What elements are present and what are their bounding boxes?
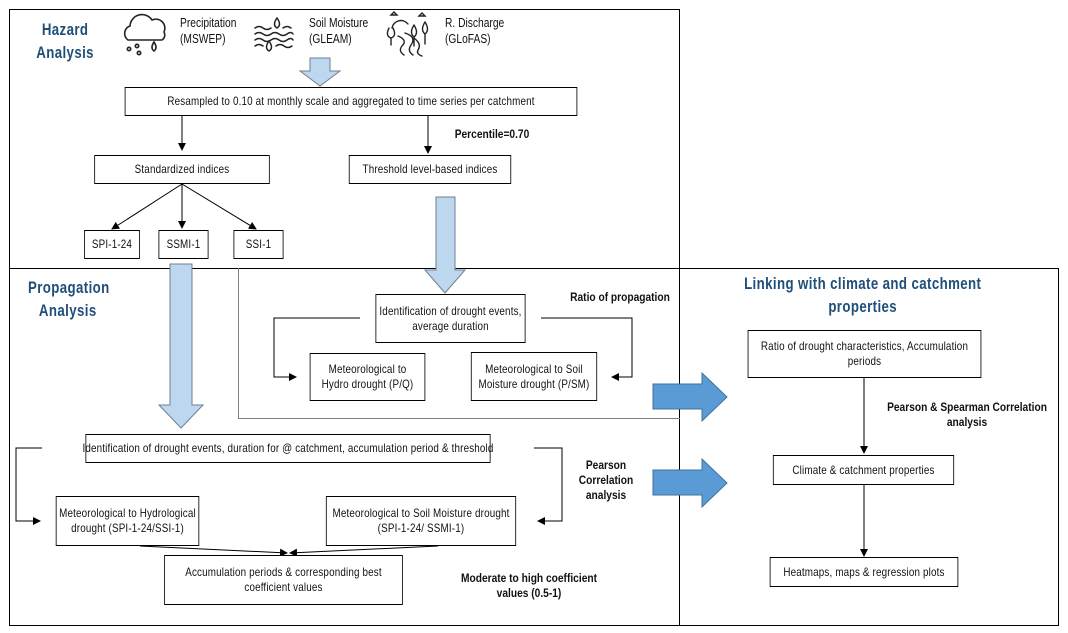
outputs-text: Heatmaps, maps & regression plots (783, 564, 945, 579)
soil-line2: (SPI-1-24/ SSMI-1) (377, 521, 465, 535)
identification-text: Identification of drought events, durati… (82, 441, 494, 455)
source-dataset: (GLEAM) (309, 32, 352, 46)
pearson-spearman-note: Pearson & Spearman Correlation analysis (886, 400, 1048, 430)
pearson-correlation-note: Pearson Correlation analysis (575, 458, 636, 503)
source-name: Soil Moisture (309, 16, 369, 30)
pearson-spearman-line1: Pearson & Spearman Correlation (887, 400, 1047, 414)
pearson-spearman-line2: analysis (946, 415, 988, 429)
standardized-indices-box: Standardized indices (94, 155, 270, 184)
ratio-line2: periods (847, 354, 882, 368)
accumulation-line1: Accumulation periods & corresponding bes… (185, 565, 382, 579)
coefficient-line1: Moderate to high coefficient (460, 571, 597, 585)
hydro-line2: drought (SPI-1-24/SSI-1) (71, 521, 184, 535)
hazard-title-line1: Hazard (41, 20, 89, 39)
pearson-line1: Pearson (585, 458, 627, 472)
propagation-title-line2: Analysis (38, 301, 97, 320)
pearson-line2: Correlation (578, 473, 634, 487)
threshold-identification-box: Identification of drought events, averag… (375, 294, 526, 343)
source-dataset: (MSWEP) (180, 32, 226, 46)
linking-title-line2: properties (828, 297, 898, 316)
source-name: R. Discharge (445, 16, 505, 30)
identification-line2: average duration (412, 318, 489, 333)
linking-title: Linking with climate and catchment prope… (734, 272, 991, 318)
index-label: SPI-1-24 (91, 237, 133, 251)
source-soil-moisture: Soil Moisture (GLEAM) (309, 15, 368, 47)
resample-text: Resampled to 0.10 at monthly scale and a… (167, 94, 535, 108)
coefficient-line2: values (0.5-1) (496, 586, 562, 600)
index-label: SSMI-1 (166, 237, 201, 251)
source-precipitation: Precipitation (MSWEP) (180, 15, 236, 47)
accumulation-line2: coefficient values (244, 580, 323, 594)
soil-line1: Meteorological to Soil Moisture drought (332, 506, 510, 520)
threshold-text: Threshold level-based indices (362, 162, 498, 176)
soil-line2: Moisture drought (P/SM) (478, 376, 590, 391)
index-label: SSI-1 (245, 237, 272, 251)
source-river-discharge: R. Discharge (GLoFAS) (445, 15, 504, 47)
linking-frame (679, 268, 1059, 626)
index-ssi-box: SSI-1 (233, 230, 284, 259)
outputs-box: Heatmaps, maps & regression plots (769, 557, 959, 587)
hydro-line1: Meteorological to (328, 362, 407, 376)
ratio-characteristics-box: Ratio of drought characteristics, Accumu… (747, 330, 982, 378)
hazard-title-line2: Analysis (36, 43, 94, 62)
index-ssmi-box: SSMI-1 (158, 230, 209, 259)
threshold-branch-frame (238, 268, 680, 419)
hydro-line2: Hydro drought (P/Q) (321, 377, 414, 391)
coefficient-note: Moderate to high coefficient values (0.5… (453, 571, 604, 601)
index-spi-box: SPI-1-24 (84, 230, 140, 259)
hazard-analysis-title: Hazard Analysis (30, 18, 100, 64)
standardized-text: Standardized indices (134, 162, 230, 176)
ratio-line1: Ratio of drought characteristics, Accumu… (760, 339, 969, 353)
threshold-hydro-box: Meteorological to Hydro drought (P/Q) (309, 353, 426, 401)
percentile-note: Percentile=0.70 (441, 127, 543, 142)
hydro-line1: Meteorological to Hydrological (59, 506, 196, 520)
threshold-indices-box: Threshold level-based indices (348, 155, 512, 184)
ratio-note-text: Ratio of propagation (570, 290, 670, 304)
propagation-title-line1: Propagation (28, 278, 110, 297)
pearson-line3: analysis (585, 488, 627, 502)
percentile-text: Percentile=0.70 (454, 127, 530, 141)
climate-catchment-box: Climate & catchment properties (772, 455, 955, 485)
climate-text: Climate & catchment properties (792, 462, 935, 477)
standardized-soil-box: Meteorological to Soil Moisture drought … (325, 496, 517, 546)
source-name: Precipitation (180, 16, 237, 30)
soil-line1: Meteorological to Soil (485, 361, 583, 376)
identification-line1: Identification of drought events, (379, 303, 522, 318)
ratio-of-propagation-note: Ratio of propagation (569, 290, 671, 305)
threshold-soil-box: Meteorological to Soil Moisture drought … (470, 352, 598, 401)
standardized-identification-box: Identification of drought events, durati… (82, 434, 494, 463)
linking-title-line1: Linking with climate and catchment (744, 274, 982, 293)
resample-box: Resampled to 0.10 at monthly scale and a… (124, 87, 578, 116)
propagation-analysis-title: Propagation Analysis (28, 276, 137, 322)
accumulation-box: Accumulation periods & corresponding bes… (164, 555, 403, 605)
standardized-hydro-box: Meteorological to Hydrological drought (… (55, 496, 200, 546)
source-dataset: (GLoFAS) (445, 32, 491, 46)
